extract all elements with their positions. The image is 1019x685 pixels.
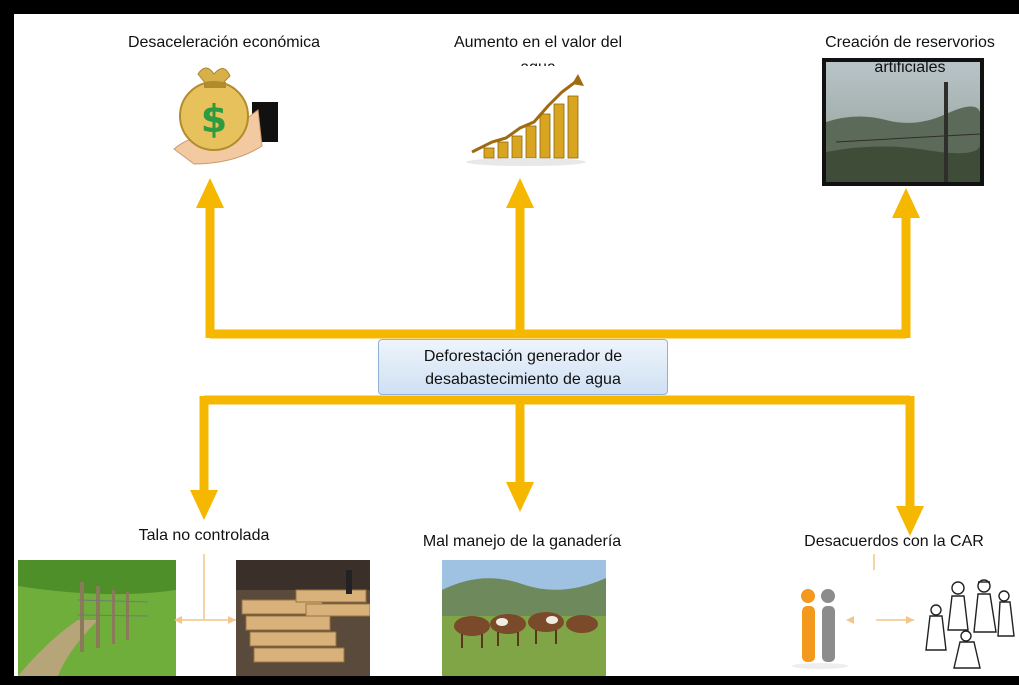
connector-arrows [174, 178, 924, 621]
group-sketch-drawing [918, 570, 1019, 674]
cause-label-desacuerdos: Desacuerdos con la CAR [804, 533, 984, 550]
cause-label-tala: Tala no controlada [138, 527, 270, 544]
arrowhead-up-desaceleracion [196, 178, 224, 208]
cattle-herd-photo [442, 560, 606, 676]
cause-label-ganaderia: Mal manejo de la ganadería [422, 533, 622, 550]
effect-label-desaceleracion: Desaceleración económica [127, 34, 321, 51]
svg-text:$: $ [201, 97, 227, 141]
money-bag-hand-icon: $ [154, 54, 278, 174]
cut-timber-photo [236, 560, 370, 676]
diagram-panel: Deforestación generador de desabastecimi… [14, 14, 1019, 676]
arrowhead-down-desacuerdos [896, 506, 924, 536]
inter-image-connectors [174, 616, 914, 624]
misty-landscape-photo [822, 58, 984, 186]
effect-label-aumento-line-1: Aumento en el valor del [453, 34, 623, 51]
effect-label-creacion-line-1: Creación de reservorios [825, 34, 995, 51]
central-problem-line-2: desabastecimiento de agua [425, 371, 621, 388]
arrowhead-up-creacion [892, 188, 920, 218]
rising-coins-chart-icon [454, 66, 596, 176]
tala-connector-head-left [174, 616, 182, 624]
car-connector-head-right [906, 616, 914, 624]
car-connector-head-left [846, 616, 854, 624]
tala-connector-head-right [228, 616, 236, 624]
effect-label-creacion-line-2: artificiales [874, 59, 946, 76]
two-figures-icon [770, 570, 876, 676]
arrowhead-up-aumento [506, 178, 534, 208]
arrowhead-down-ganaderia [506, 482, 534, 512]
fenced-pasture-photo [18, 560, 176, 676]
central-problem-box: Deforestación generador de desabastecimi… [378, 339, 668, 395]
central-problem-line-1: Deforestación generador de [423, 348, 623, 365]
arrowhead-down-tala [190, 490, 218, 520]
